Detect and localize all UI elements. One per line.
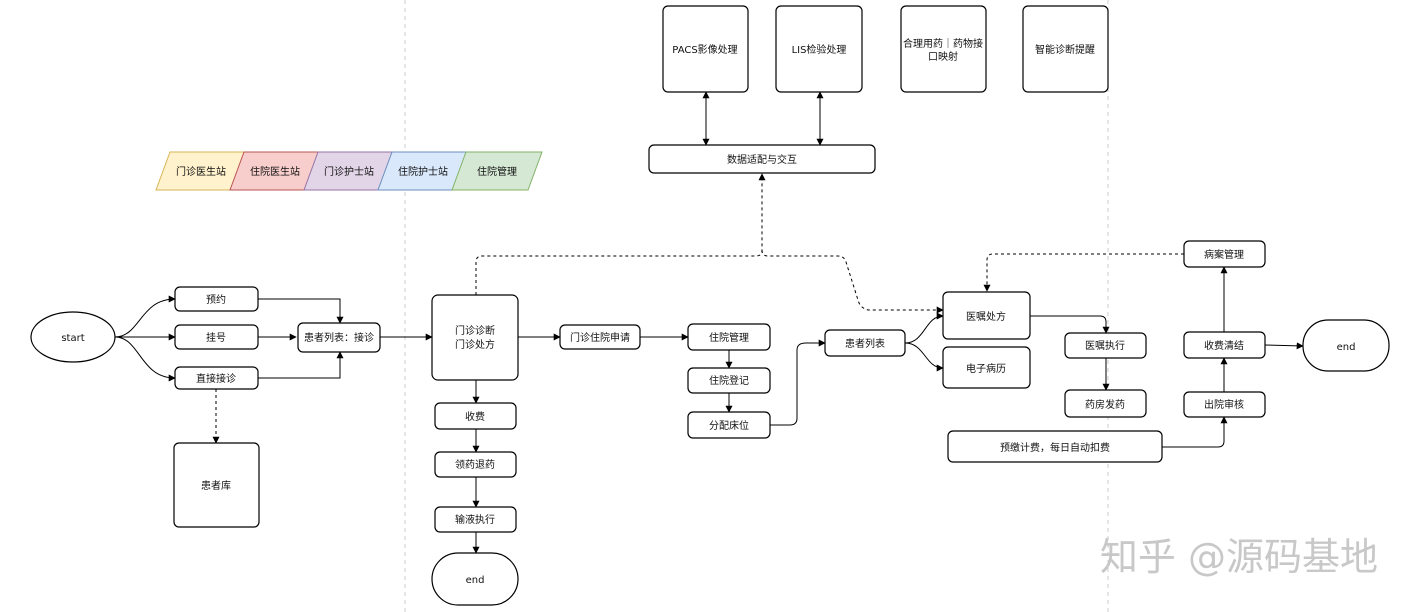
inpatient-apply-label: 门诊住院申请 <box>570 331 630 344</box>
legend-label: 门诊医生站 <box>176 165 226 178</box>
diagnosis-label-line2: 门诊处方 <box>455 338 495 351</box>
settle-label: 收费清结 <box>1204 339 1244 352</box>
lis-node: LIS检验处理 <box>775 5 863 93</box>
drug-return-node: 领药退药 <box>434 451 517 478</box>
bed-assign-label: 分配床位 <box>709 419 749 432</box>
direct-visit-node: 直接接诊 <box>174 366 259 390</box>
patient-db-node: 患者库 <box>173 442 260 528</box>
end-node-inpatient: end <box>1302 319 1390 372</box>
end-label: end <box>1337 342 1356 353</box>
appointment-label: 预约 <box>206 293 226 306</box>
settle-node: 收费清结 <box>1183 331 1266 359</box>
pacs-node: PACS影像处理 <box>662 5 749 93</box>
fee-node: 收费 <box>434 402 517 430</box>
discharge-label: 出院审核 <box>1204 398 1244 411</box>
order-exec-node: 医嘱执行 <box>1064 332 1147 359</box>
inpatient-mgmt-node: 住院管理 <box>687 323 771 351</box>
edges <box>114 91 1304 554</box>
order-label: 医嘱处方 <box>966 310 1006 323</box>
order-node: 医嘱处方 <box>942 291 1031 340</box>
prepay-label: 预缴计费，每日自动扣费 <box>1000 441 1110 454</box>
patient-list-label: 患者列表：接诊 <box>304 331 374 344</box>
inpatient-mgmt-label: 住院管理 <box>709 331 749 344</box>
data-adapt-node: 数据适配与交互 <box>648 144 876 174</box>
pharmacy-node: 药房发药 <box>1064 389 1147 418</box>
prepay-node: 预缴计费，每日自动扣费 <box>947 430 1163 463</box>
patient-db-label: 患者库 <box>201 479 231 492</box>
legend-label: 住院医生站 <box>250 165 300 178</box>
end-node-outpatient: end <box>431 552 519 606</box>
drug-return-label: 领药退药 <box>455 458 495 471</box>
drug-interface-label-line2: 口映射 <box>928 51 958 63</box>
legend-label: 住院管理 <box>477 165 517 178</box>
register-node: 挂号 <box>174 324 259 350</box>
legend-item: 住院管理 <box>451 151 543 191</box>
emr-node: 电子病历 <box>942 346 1031 389</box>
pacs-label: PACS影像处理 <box>672 44 737 56</box>
data-adapt-label: 数据适配与交互 <box>727 153 797 166</box>
legend-label: 住院护士站 <box>398 165 448 178</box>
start-label: start <box>61 333 84 344</box>
emr-label: 电子病历 <box>966 362 1006 375</box>
record-mgmt-label: 病案管理 <box>1204 248 1244 261</box>
legend-item: 门诊医生站 <box>155 151 247 191</box>
inpatient-register-node: 住院登记 <box>687 367 771 394</box>
infusion-label: 输液执行 <box>455 513 495 526</box>
patient-list-node: 患者列表：接诊 <box>297 322 381 353</box>
legend-item: 住院护士站 <box>377 151 469 191</box>
inpatient-apply-node: 门诊住院申请 <box>559 324 641 350</box>
inpatient-register-label: 住院登记 <box>709 374 749 387</box>
start-node: start <box>30 311 116 363</box>
bed-assign-node: 分配床位 <box>687 411 771 439</box>
discharge-node: 出院审核 <box>1183 391 1266 418</box>
patient-list2-node: 患者列表 <box>824 329 906 357</box>
diagnosis-node: 门诊诊断 门诊处方 <box>431 294 519 381</box>
fee-label: 收费 <box>465 410 485 423</box>
ai-hint-node: 智能诊断提醒 <box>1022 5 1109 93</box>
legend-label: 门诊护士站 <box>324 165 374 178</box>
end-label: end <box>466 575 485 586</box>
legend-item: 门诊护士站 <box>303 151 395 191</box>
record-mgmt-node: 病案管理 <box>1183 240 1266 268</box>
infusion-node: 输液执行 <box>434 506 517 533</box>
lis-label: LIS检验处理 <box>792 43 847 56</box>
patient-list2-label: 患者列表 <box>845 337 885 350</box>
diagnosis-label-line1: 门诊诊断 <box>455 324 495 337</box>
watermark: 知乎 @源码基地 <box>1100 535 1378 579</box>
drug-interface-label-line1: 合理用药｜药物接 <box>903 37 983 50</box>
ai-hint-label: 智能诊断提醒 <box>1035 43 1095 56</box>
order-exec-label: 医嘱执行 <box>1085 339 1125 352</box>
drug-interface-node: 合理用药｜药物接 口映射 <box>900 5 987 93</box>
legend-item: 住院医生站 <box>229 151 321 191</box>
direct-visit-label: 直接接诊 <box>196 372 236 385</box>
register-label: 挂号 <box>206 331 226 344</box>
appointment-node: 预约 <box>174 286 259 312</box>
pharmacy-label: 药房发药 <box>1085 398 1125 411</box>
legend: 门诊医生站 住院医生站 门诊护士站 住院护士站 住院管理 <box>155 151 543 191</box>
